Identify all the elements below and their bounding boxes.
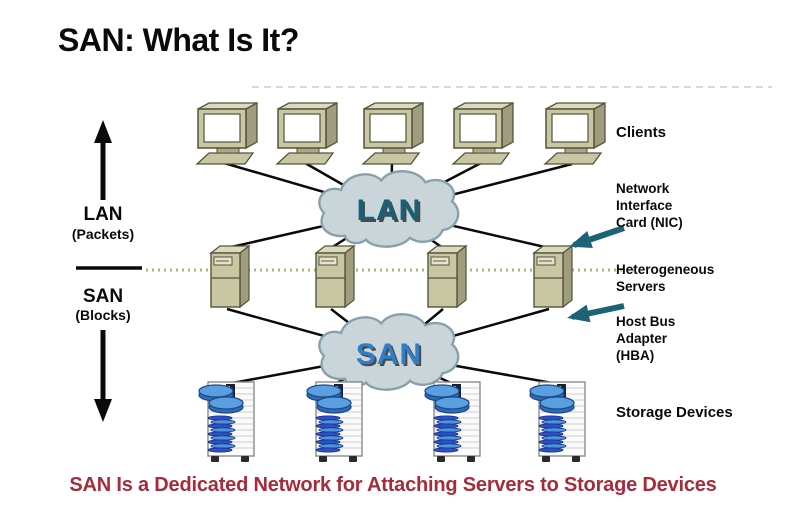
page-title: SAN: What Is It? <box>58 22 299 58</box>
hba-label: Host Bus Adapter (HBA) <box>616 313 675 364</box>
lan-axis-sublabel: (Packets) <box>71 226 135 242</box>
server-icon <box>533 245 573 308</box>
client-icon <box>196 102 258 165</box>
nic-label-line: Interface <box>616 198 673 213</box>
nic-arrow-icon <box>569 225 625 249</box>
san-down-arrow-icon <box>94 330 112 422</box>
storage-icon <box>424 381 481 463</box>
hba-label-line: (HBA) <box>616 348 655 363</box>
servers-label-line: Servers <box>616 279 666 294</box>
servers-label: Heterogeneous Servers <box>616 261 714 295</box>
san-axis-sublabel: (Blocks) <box>75 307 131 323</box>
lan-cloud-label: LAN <box>356 194 422 227</box>
storage-devices-label: Storage Devices <box>616 404 733 421</box>
client-icon <box>362 102 424 165</box>
server-icon <box>427 245 467 308</box>
hba-label-line: Adapter <box>616 331 668 346</box>
servers-label-line: Heterogeneous <box>616 262 715 277</box>
client-icon <box>544 102 606 165</box>
client-icon <box>276 102 338 165</box>
lan-axis-label: LAN <box>83 204 123 225</box>
san-cloud-label: SAN <box>355 338 423 371</box>
storage-icon <box>529 381 586 463</box>
server-icon <box>315 245 355 308</box>
nic-label-line: Card (NIC) <box>616 215 683 230</box>
san-axis-label: SAN <box>82 286 124 307</box>
clients-label: Clients <box>616 124 667 141</box>
nic-label-line: Network <box>616 181 670 196</box>
lan-up-arrow-icon <box>94 120 112 200</box>
nic-label: Network Interface Card (NIC) <box>616 180 683 231</box>
slide-caption: SAN Is a Dedicated Network for Attaching… <box>69 474 717 496</box>
server-icon <box>210 245 250 308</box>
client-icon <box>452 102 514 165</box>
hba-arrow-icon <box>567 303 625 323</box>
hba-label-line: Host Bus <box>616 314 676 329</box>
storage-icon <box>198 381 255 463</box>
storage-icon <box>306 381 363 463</box>
